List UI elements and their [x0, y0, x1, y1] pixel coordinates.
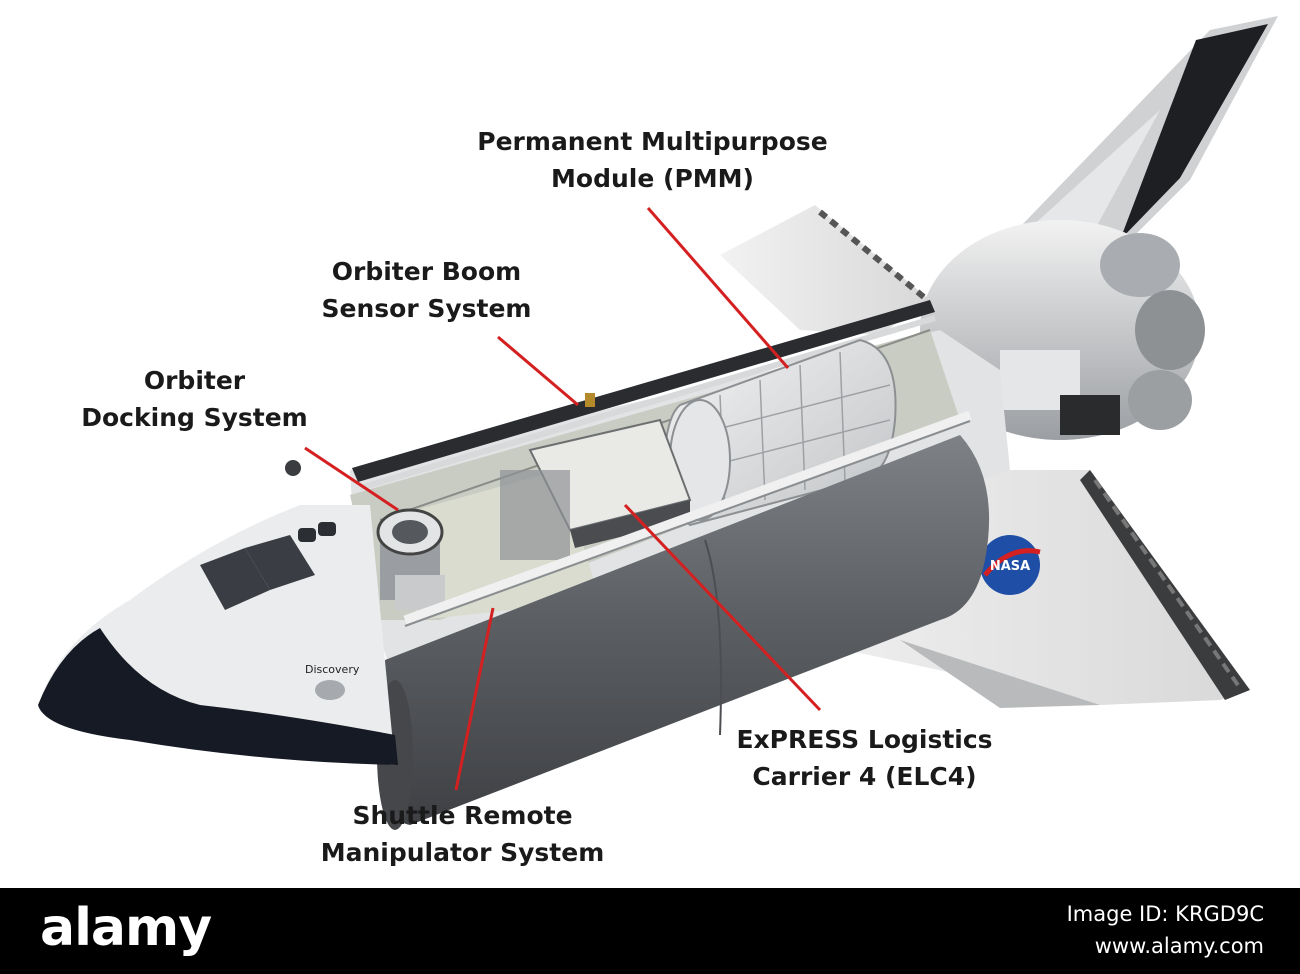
brand-logo[interactable]: alamy — [40, 898, 212, 958]
label-ods-line2: Docking System — [81, 403, 308, 432]
label-pmm-line1: Permanent Multipurpose — [477, 127, 828, 156]
label-pmm-line2: Module (PMM) — [551, 164, 754, 193]
nasa-logo: NASA — [980, 535, 1041, 595]
nasa-logo-text: NASA — [990, 559, 1030, 574]
rms-arm — [403, 410, 972, 627]
label-elc4-line2: Carrier 4 (ELC4) — [752, 762, 977, 791]
upper-wing — [720, 205, 930, 335]
orbiter-boom-sensor-system — [352, 300, 936, 491]
label-srms-line2: Manipulator System — [320, 838, 605, 867]
leader-line-ods — [304, 446, 399, 512]
image-id-text: Image ID: KRGD9C — [1066, 902, 1264, 926]
label-elc4: ExPRESS Logistics Carrier 4 (ELC4) — [712, 721, 1017, 795]
leader-line-pmm — [646, 207, 790, 369]
leader-line-obss — [497, 335, 579, 407]
footer-bar — [0, 888, 1300, 974]
site-url-link[interactable]: www.alamy.com — [1094, 934, 1264, 958]
label-pmm: Permanent Multipurpose Module (PMM) — [455, 123, 850, 197]
label-obss-line2: Sensor System — [321, 294, 532, 323]
elc4-carrier — [500, 418, 692, 560]
label-ods-line1: Orbiter — [143, 366, 246, 395]
label-srms-line1: Shuttle Remote — [352, 801, 573, 830]
label-srms: Shuttle Remote Manipulator System — [300, 797, 625, 871]
leader-lines — [304, 207, 822, 791]
leader-line-srms — [454, 607, 495, 791]
label-elc4-line1: ExPRESS Logistics — [736, 725, 993, 754]
leader-line-elc4 — [623, 503, 822, 712]
label-obss-line1: Orbiter Boom — [331, 257, 522, 286]
forward-fuselage: Discovery — [38, 460, 398, 765]
label-obss: Orbiter Boom Sensor System — [304, 253, 549, 327]
orbiter-name-text: Discovery — [305, 663, 360, 676]
orbiter-docking-system — [376, 508, 445, 610]
label-ods: Orbiter Docking System — [62, 362, 327, 436]
